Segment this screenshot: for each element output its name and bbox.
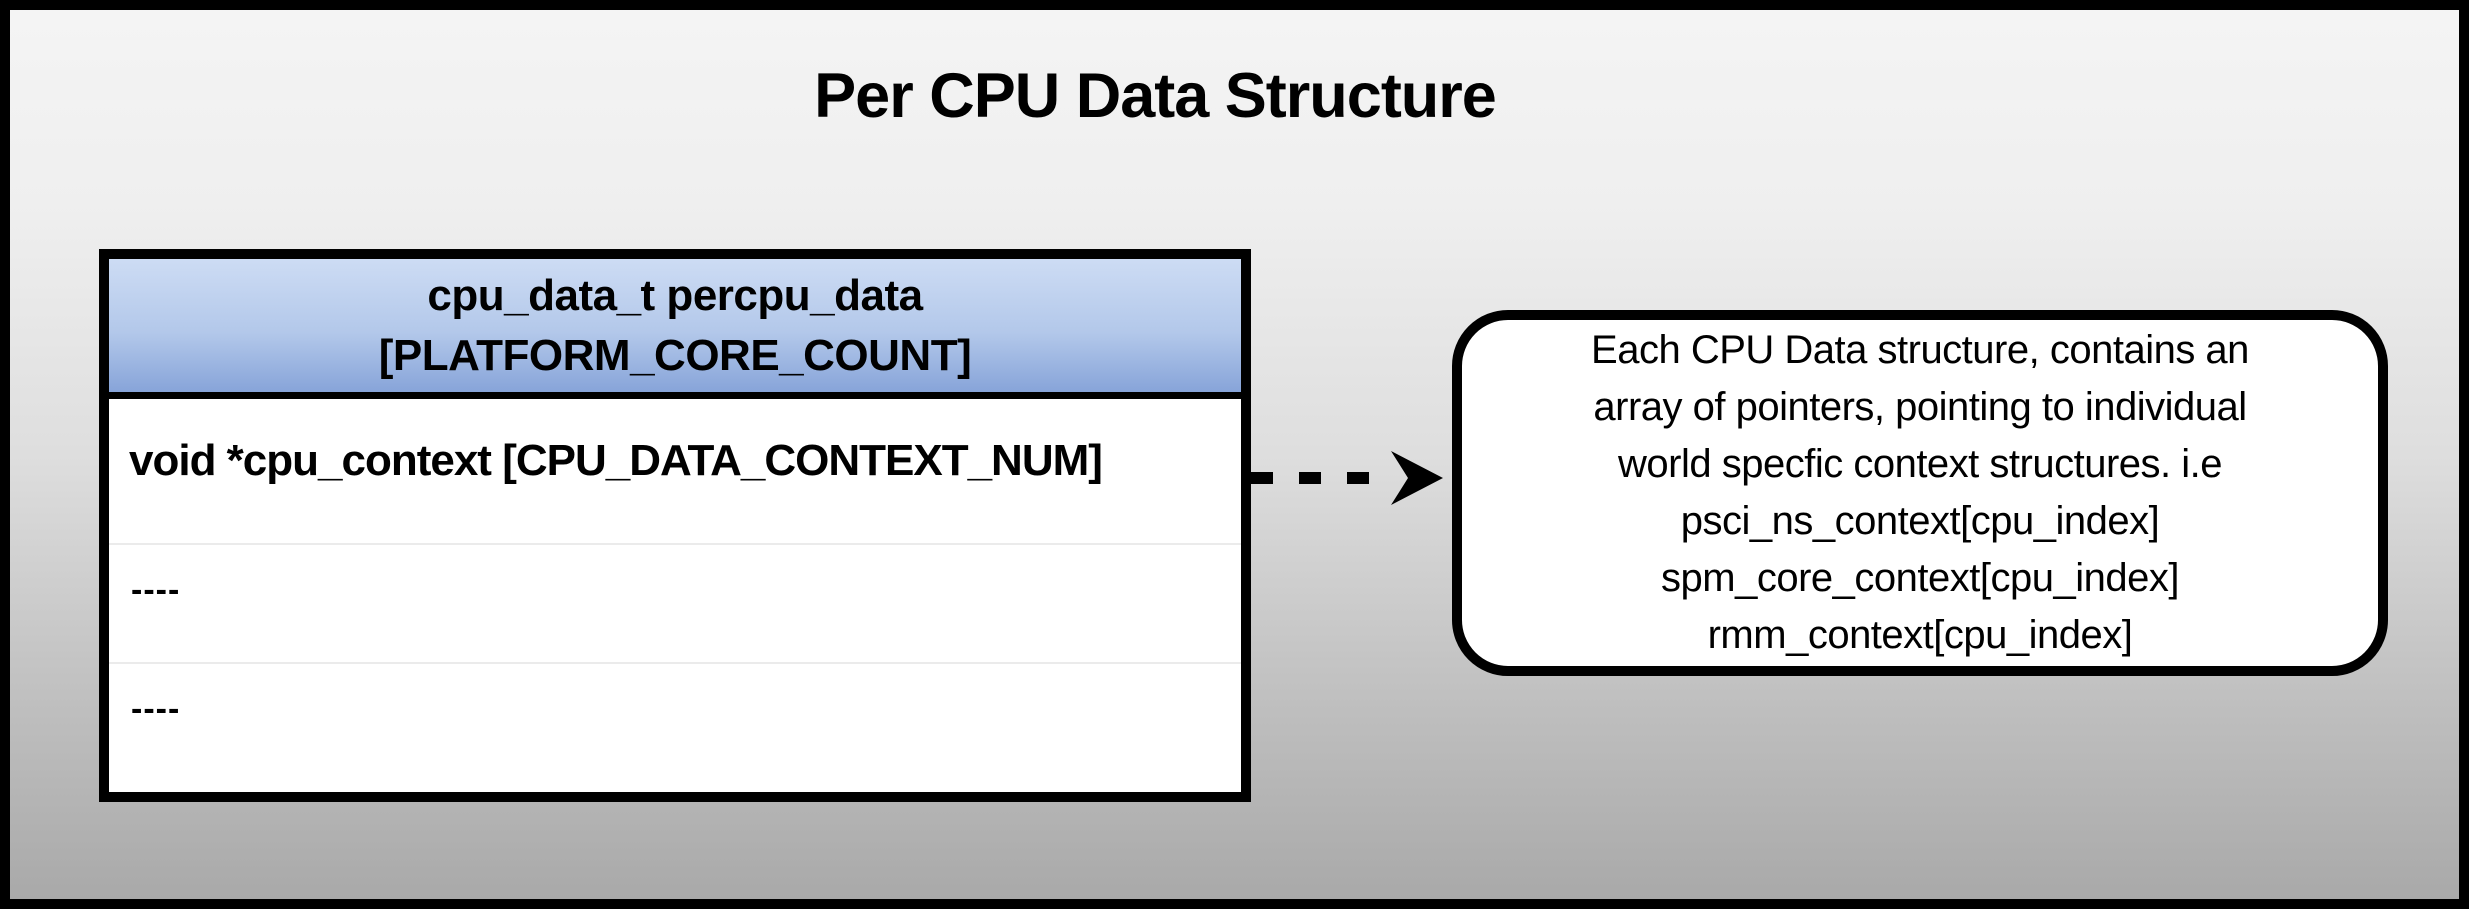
table-row-label: ---- — [131, 690, 181, 728]
table-row-placeholder-1: ---- — [109, 545, 1241, 664]
table-row-cpu-context: void *cpu_context [CPU_DATA_CONTEXT_NUM] — [109, 399, 1241, 545]
table-row-placeholder-2: ---- — [109, 664, 1241, 792]
annotation-line: rmm_context[cpu_index] — [1707, 613, 2133, 657]
annotation-line: Each CPU Data structure, contains an — [1591, 328, 2249, 372]
table-row-label: ---- — [131, 571, 181, 609]
annotation-line: spm_core_context[cpu_index] — [1661, 556, 2179, 600]
annotation-line: array of pointers, pointing to individua… — [1593, 385, 2247, 429]
annotation-line: world specfic context structures. i.e — [1618, 442, 2222, 486]
dashed-arrow-icon — [1251, 451, 1443, 505]
annotation-line: psci_ns_context[cpu_index] — [1680, 499, 2160, 543]
table-header: cpu_data_t percpu_data [PLATFORM_CORE_CO… — [109, 259, 1241, 399]
table-header-line1: cpu_data_t percpu_data — [427, 270, 923, 320]
annotation-box: Each CPU Data structure, contains an arr… — [1452, 310, 2388, 676]
table-header-line2: [PLATFORM_CORE_COUNT] — [378, 330, 972, 380]
percpu-data-table: cpu_data_t percpu_data [PLATFORM_CORE_CO… — [99, 249, 1251, 802]
table-row-label: void *cpu_context [CPU_DATA_CONTEXT_NUM] — [129, 436, 1103, 485]
page-title: Per CPU Data Structure — [814, 61, 1497, 131]
